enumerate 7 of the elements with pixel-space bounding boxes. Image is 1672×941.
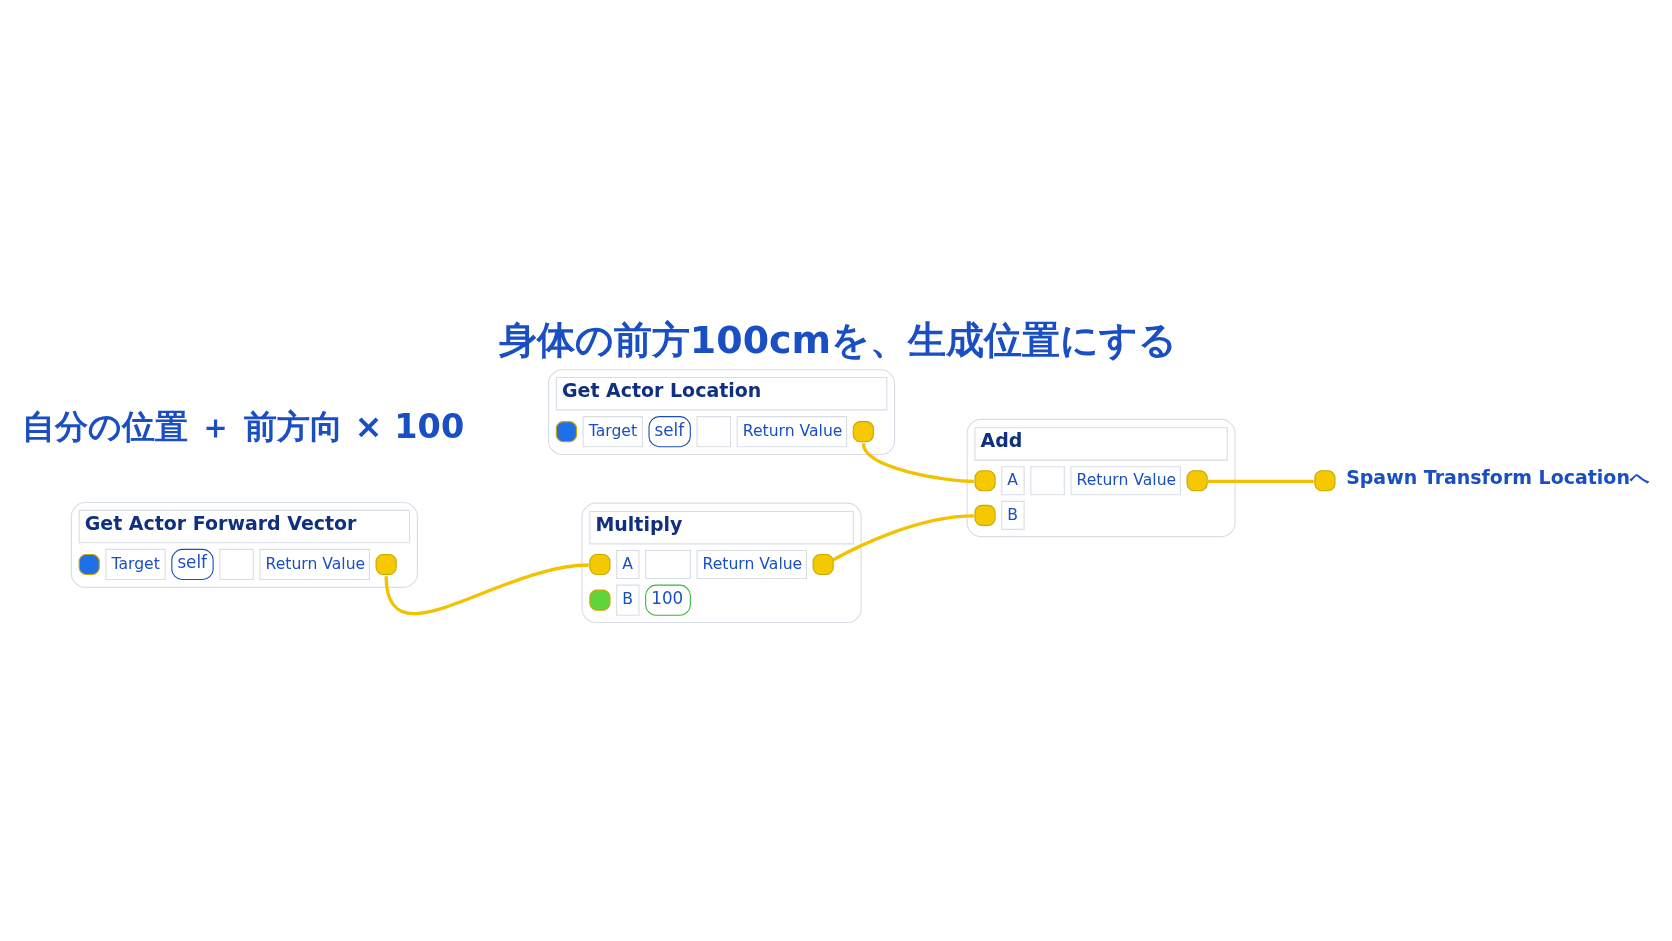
connector xyxy=(832,513,974,561)
diagram-title: 身体の前方100cmを、生成位置にする xyxy=(498,317,1178,362)
connector xyxy=(861,442,974,483)
caption: 自分の位置 ＋ 前方向 × 100 xyxy=(21,406,465,446)
connector xyxy=(384,562,589,615)
node-label: Spawn Transform Locationへ xyxy=(1346,465,1649,488)
connector xyxy=(1207,479,1314,483)
